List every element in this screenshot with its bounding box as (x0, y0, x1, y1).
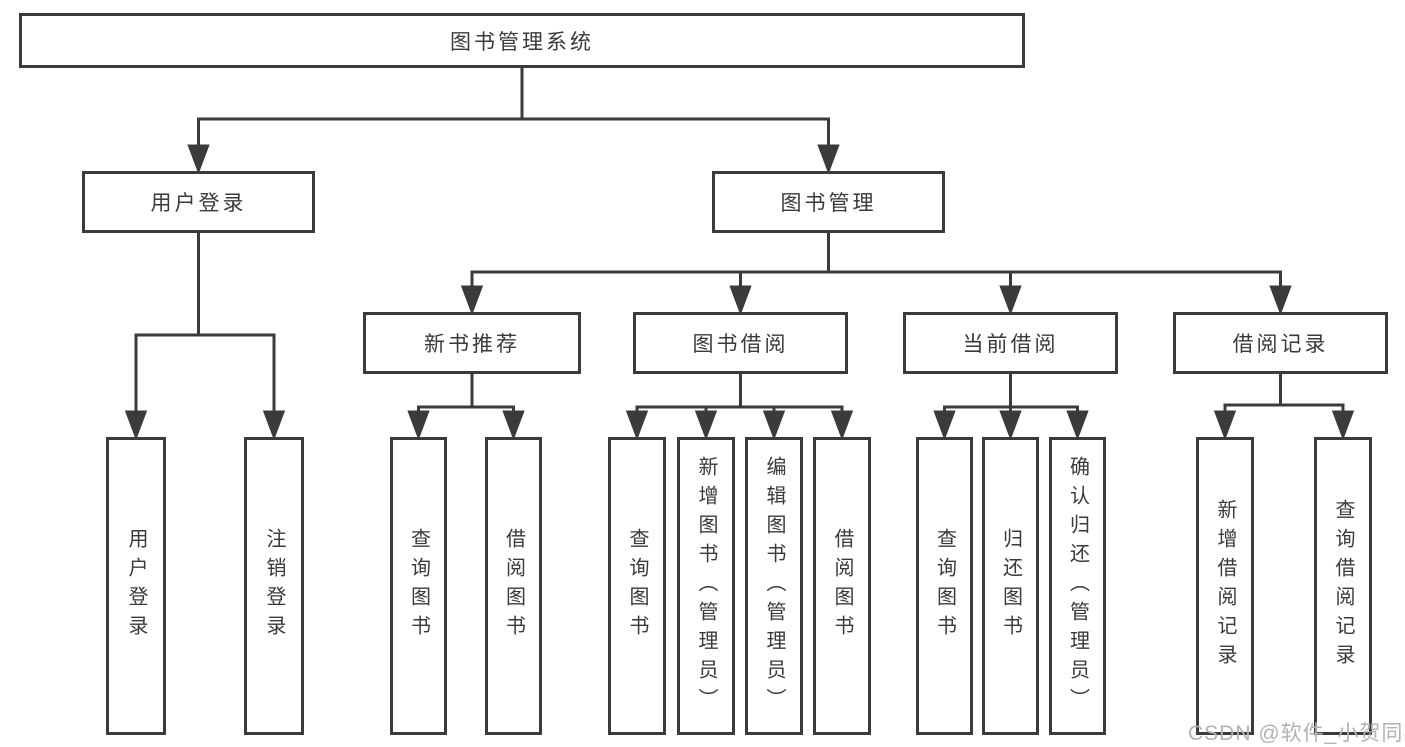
node-user-login-label: 用户登录 (150, 192, 247, 215)
node-library-management-system-label: 图书管理系统 (450, 30, 594, 54)
arrowhead (1269, 285, 1292, 316)
node-new-book-recommend: 新书推荐 (363, 312, 581, 374)
arrowhead (1066, 410, 1089, 441)
leaf-edit-book-admin-label: 编辑图书（管理员） (763, 455, 785, 717)
arrowhead (933, 410, 956, 441)
leaf-logout: 注销登录 (244, 437, 304, 735)
leaf-return-book-label: 归还图书 (999, 528, 1022, 644)
leaf-query-borrow-record-label: 查询借阅记录 (1332, 499, 1354, 673)
leaf-query-borrow-record: 查询借阅记录 (1314, 437, 1372, 735)
leaf-add-book-admin: 新增图书（管理员） (677, 437, 735, 735)
leaf-confirm-return-admin-label: 确认归还（管理员） (1066, 455, 1089, 717)
node-current-borrowing-label: 当前借阅 (962, 333, 1059, 356)
node-borrowing-records-label: 借阅记录 (1232, 333, 1329, 356)
leaf-borrow-books-borrowing-label: 借阅图书 (831, 528, 853, 644)
arrowhead (762, 410, 786, 441)
arrowhead (262, 410, 286, 441)
leaf-logout-label: 注销登录 (263, 528, 285, 644)
node-borrowing-records: 借阅记录 (1173, 312, 1388, 374)
arrowhead (729, 285, 752, 316)
arrowhead (625, 410, 649, 441)
csdn-watermark: CSDN @软件_小贺同学 (1188, 722, 1405, 745)
arrowhead (124, 410, 148, 441)
leaf-user-login-label: 用户登录 (125, 528, 147, 644)
leaf-query-books-borrowing: 查询图书 (608, 437, 666, 735)
leaf-confirm-return-admin: 确认归还（管理员） (1049, 437, 1106, 735)
leaf-add-borrow-record-label: 新增借阅记录 (1214, 499, 1236, 673)
leaf-edit-book-admin: 编辑图书（管理员） (745, 437, 803, 735)
leaf-borrow-books-recommend: 借阅图书 (485, 437, 542, 735)
arrowhead (407, 410, 430, 441)
arrowhead (1331, 410, 1355, 441)
arrowhead (999, 410, 1022, 441)
arrowhead (694, 410, 718, 441)
leaf-add-borrow-record: 新增借阅记录 (1196, 437, 1254, 735)
leaf-borrow-books-borrowing: 借阅图书 (813, 437, 871, 735)
arrowhead (1213, 410, 1237, 441)
leaf-query-books-recommend-label: 查询图书 (407, 528, 430, 644)
node-library-management-system: 图书管理系统 (19, 13, 1025, 68)
node-book-borrowing-label: 图书借阅 (692, 333, 789, 356)
arrowhead (502, 410, 525, 441)
node-user-login: 用户登录 (82, 171, 315, 233)
arrowhead (817, 144, 840, 175)
node-current-borrowing: 当前借阅 (903, 312, 1118, 374)
leaf-query-books-recommend: 查询图书 (390, 437, 447, 735)
leaf-add-book-admin-label: 新增图书（管理员） (695, 455, 717, 717)
arrowhead (187, 144, 210, 175)
arrowhead (830, 410, 854, 441)
node-book-management-label: 图书管理 (780, 192, 877, 215)
leaf-query-books-current: 查询图书 (916, 437, 973, 735)
node-book-borrowing: 图书借阅 (633, 312, 848, 374)
node-book-management: 图书管理 (712, 171, 945, 233)
leaf-borrow-books-recommend-label: 借阅图书 (502, 528, 525, 644)
leaf-query-books-borrowing-label: 查询图书 (626, 528, 648, 644)
arrowhead (460, 285, 484, 316)
leaf-query-books-current-label: 查询图书 (933, 528, 956, 644)
leaf-return-book: 归还图书 (982, 437, 1039, 735)
node-new-book-recommend-label: 新书推荐 (424, 333, 520, 356)
leaf-user-login: 用户登录 (106, 437, 166, 735)
arrowhead (999, 285, 1022, 316)
